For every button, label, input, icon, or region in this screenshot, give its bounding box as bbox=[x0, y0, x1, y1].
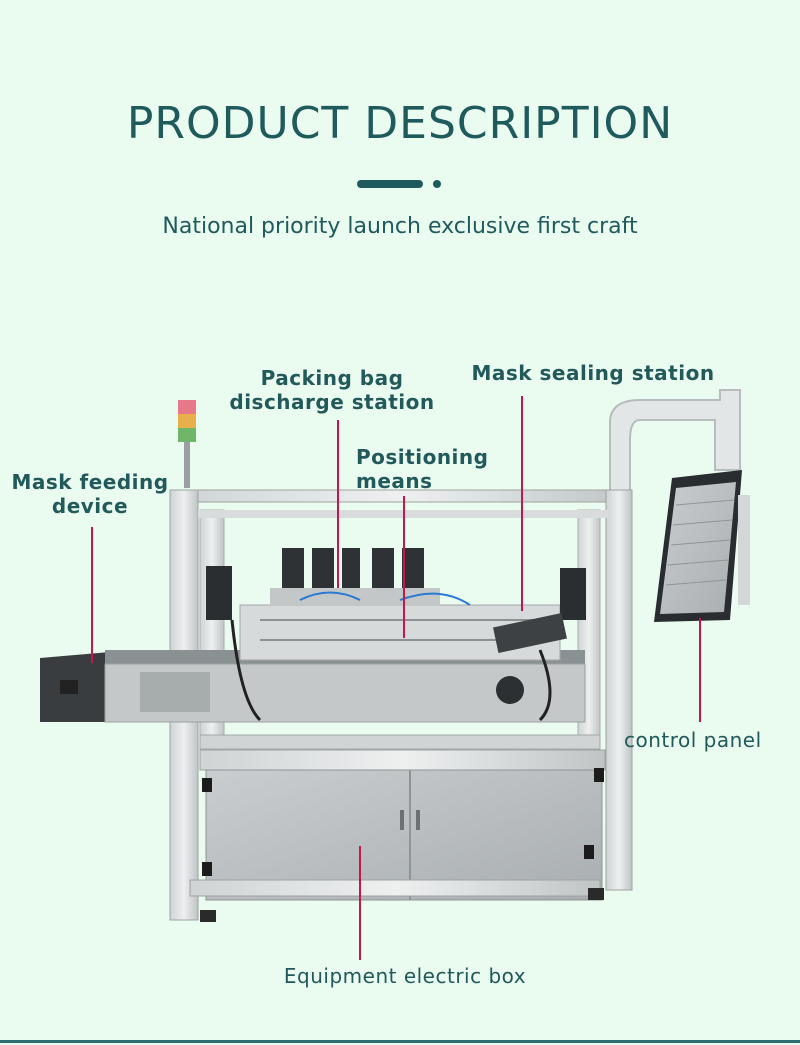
label-control-panel: control panel bbox=[624, 728, 762, 752]
signal-tower bbox=[178, 400, 196, 488]
label-line: Positioning bbox=[356, 445, 489, 469]
pointer-line-mask-sealing bbox=[521, 396, 523, 611]
label-packing-bag-discharge-station: Packing bag discharge station bbox=[224, 366, 440, 414]
label-equipment-electric-box: Equipment electric box bbox=[283, 964, 527, 988]
divider-bar bbox=[357, 180, 423, 188]
electric-box bbox=[189, 768, 604, 901]
pointer-line-positioning bbox=[403, 496, 405, 638]
pointer-line-mask-feeding bbox=[91, 527, 93, 663]
divider-dot bbox=[433, 180, 441, 188]
label-line: means bbox=[356, 469, 433, 493]
pointer-line-electric-box bbox=[359, 846, 361, 960]
label-mask-sealing-station: Mask sealing station bbox=[471, 361, 715, 385]
label-line: device bbox=[51, 494, 129, 518]
control-panel-arm bbox=[609, 389, 741, 493]
page-title: PRODUCT DESCRIPTION bbox=[126, 98, 674, 149]
sealing-mechanism bbox=[206, 548, 586, 722]
label-line: Mask feeding bbox=[11, 470, 169, 494]
label-mask-feeding-device: Mask feeding device bbox=[2, 470, 178, 518]
pointer-line-packing-bag bbox=[337, 420, 339, 588]
label-line: Packing bag bbox=[260, 366, 404, 390]
bottom-divider bbox=[0, 1040, 800, 1043]
control-panel-box bbox=[654, 470, 750, 622]
machine-feet bbox=[200, 888, 604, 922]
page-subtitle: National priority launch exclusive first… bbox=[162, 214, 638, 239]
label-line: discharge station bbox=[229, 390, 435, 414]
pointer-line-control-panel bbox=[699, 618, 701, 722]
label-positioning-means: Positioning means bbox=[356, 445, 488, 493]
